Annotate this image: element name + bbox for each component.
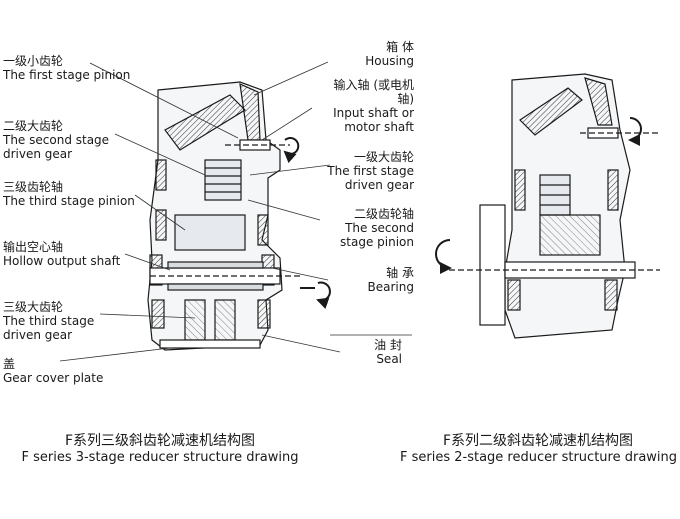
- caption-zh: F系列三级斜齿轮减速机结构图: [64, 433, 256, 449]
- label-seal: 油 封 Seal: [318, 338, 402, 366]
- label-hollow-output-shaft: 输出空心轴 Hollow output shaft: [3, 240, 120, 268]
- label-en: Input shaft or motor shaft: [333, 106, 414, 134]
- label-third-stage-driven-gear: 三级大齿轮 The third stage driven gear: [3, 300, 113, 342]
- label-third-stage-pinion: 三级齿轮轴 The third stage pinion: [3, 180, 135, 208]
- label-zh: 一级大齿轮: [353, 150, 414, 164]
- label-input-shaft: 输入轴 (或电机轴) Input shaft or motor shaft: [318, 78, 414, 134]
- caption-en: F series 3-stage reducer structure drawi…: [21, 450, 299, 465]
- label-en: The third stage driven gear: [3, 314, 95, 342]
- label-en: Seal: [376, 352, 402, 366]
- label-en: The second stage pinion: [340, 221, 414, 249]
- label-zh: 二级齿轮轴: [353, 207, 414, 221]
- caption-en: F series 2-stage reducer structure drawi…: [400, 450, 678, 465]
- label-zh: 一级小齿轮: [3, 54, 64, 68]
- label-zh: 三级齿轮轴: [3, 180, 64, 194]
- label-housing: 箱 体 Housing: [318, 40, 414, 68]
- label-zh: 二级大齿轮: [3, 119, 64, 133]
- label-en: The second stage driven gear: [3, 133, 110, 161]
- label-second-stage-pinion: 二级齿轮轴 The second stage pinion: [318, 207, 414, 249]
- label-zh: 箱 体: [386, 40, 414, 54]
- label-en: The first stage pinion: [3, 68, 131, 82]
- label-zh: 输出空心轴: [3, 240, 64, 254]
- label-gear-cover-plate: 盖 Gear cover plate: [3, 357, 103, 385]
- label-en: Bearing: [367, 280, 414, 294]
- left-leader-lines: [59, 62, 239, 362]
- label-en: The first stage driven gear: [327, 164, 414, 192]
- label-en: Hollow output shaft: [3, 254, 121, 268]
- label-bearing: 轴 承 Bearing: [318, 266, 414, 294]
- label-en: Housing: [365, 54, 414, 68]
- label-zh: 油 封: [374, 338, 402, 352]
- two-stage-reducer-drawing: [435, 73, 660, 339]
- label-zh: 三级大齿轮: [3, 300, 64, 314]
- caption-two-stage: F系列二级斜齿轮减速机结构图 F series 2-stage reducer …: [400, 432, 678, 466]
- caption-three-stage: F系列三级斜齿轮减速机结构图 F series 3-stage reducer …: [10, 432, 310, 466]
- caption-zh: F系列二级斜齿轮减速机结构图: [442, 433, 634, 449]
- label-zh: 轴 承: [386, 266, 414, 280]
- label-zh: 盖: [3, 357, 16, 371]
- label-first-stage-pinion: 一级小齿轮 The first stage pinion: [3, 54, 130, 82]
- label-second-stage-driven-gear: 二级大齿轮 The second stage driven gear: [3, 119, 123, 161]
- label-en: Gear cover plate: [3, 371, 104, 385]
- label-en: The third stage pinion: [3, 194, 135, 208]
- three-stage-reducer-drawing: [147, 81, 331, 351]
- right-leader-lines: [247, 61, 412, 353]
- label-zh: 输入轴 (或电机轴): [333, 78, 415, 106]
- label-first-stage-driven-gear: 一级大齿轮 The first stage driven gear: [318, 150, 414, 192]
